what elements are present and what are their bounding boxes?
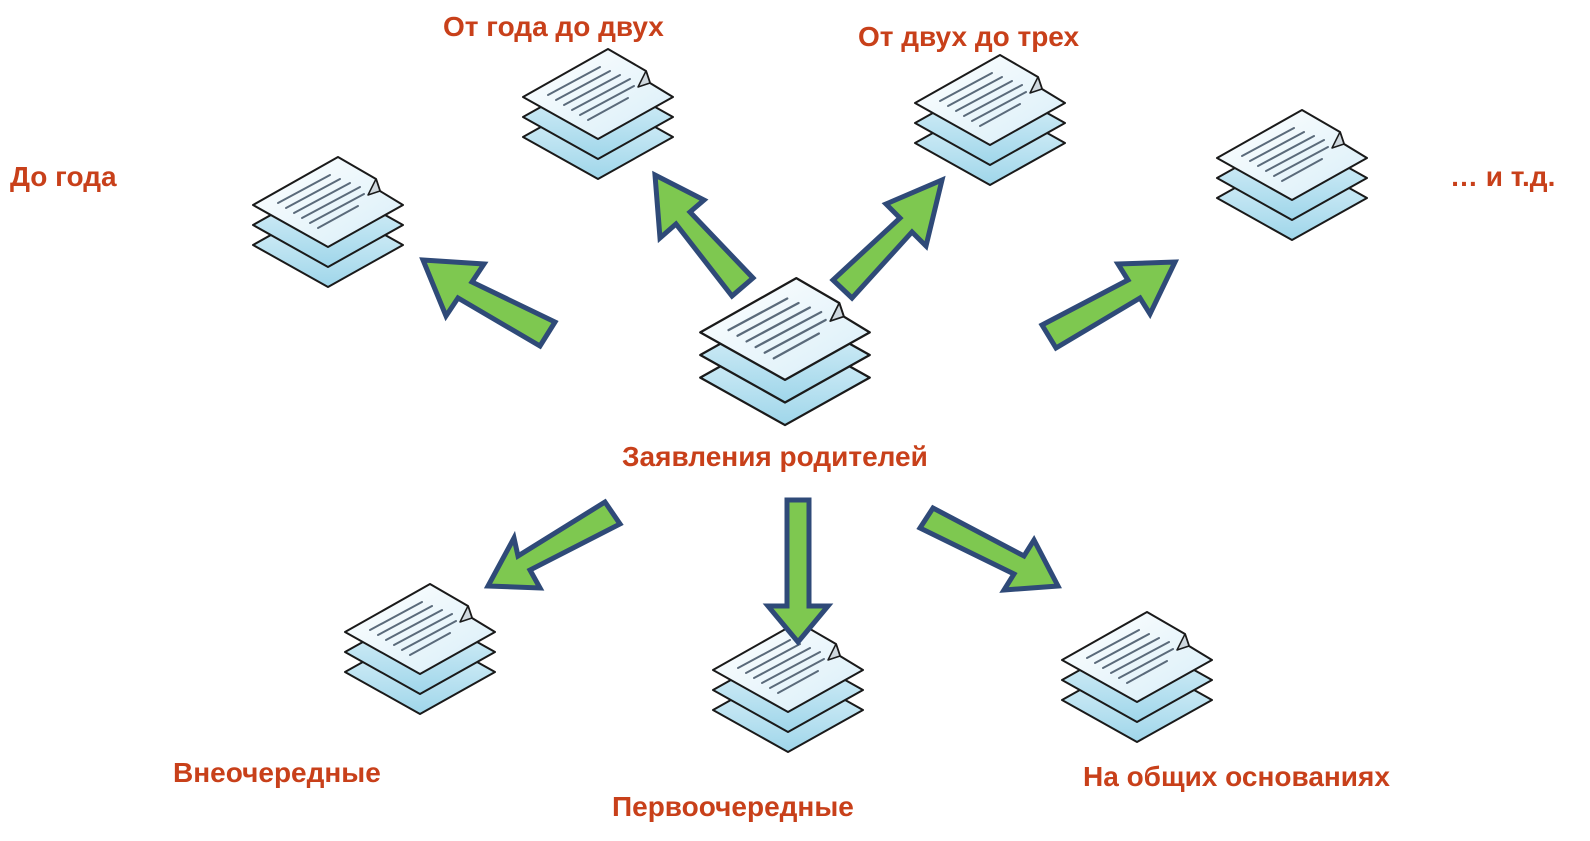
document-stack-icon-etc bbox=[1216, 109, 1368, 241]
arrow-icon-to-first-priority bbox=[762, 497, 834, 646]
document-stack-icon-general-basis bbox=[1061, 611, 1213, 743]
arrow-icon-to-year-to-two bbox=[652, 170, 757, 300]
arrow-icon-to-two-to-three bbox=[829, 175, 946, 302]
first-priority-label: Первоочередные bbox=[612, 791, 854, 822]
document-stack-icon-out-of-turn bbox=[344, 583, 496, 715]
arrow-icon-to-general-basis bbox=[916, 504, 1062, 593]
document-stack-icon-year-to-two bbox=[522, 48, 674, 180]
etc-label: … и т.д. bbox=[1450, 161, 1556, 192]
year-to-two-label: От года до двух bbox=[443, 11, 664, 42]
arrow-icon-to-out-of-turn bbox=[483, 498, 624, 591]
document-stack-icon-two-to-three bbox=[914, 54, 1066, 186]
document-stack-icon-center bbox=[699, 277, 871, 427]
center-label: Заявления родителей bbox=[622, 441, 928, 472]
arrow-icon-to-up-to-year bbox=[419, 257, 559, 350]
arrow-icon-to-etc bbox=[1038, 259, 1180, 352]
two-to-three-label: От двух до трех bbox=[858, 21, 1080, 52]
document-stack-icon-first-priority bbox=[712, 621, 864, 753]
general-basis-label: На общих основаниях bbox=[1083, 761, 1390, 792]
out-of-turn-label: Внеочередные bbox=[173, 757, 381, 788]
up-to-year-label: До года bbox=[10, 161, 117, 192]
document-stack-icon-up-to-year bbox=[252, 156, 404, 288]
